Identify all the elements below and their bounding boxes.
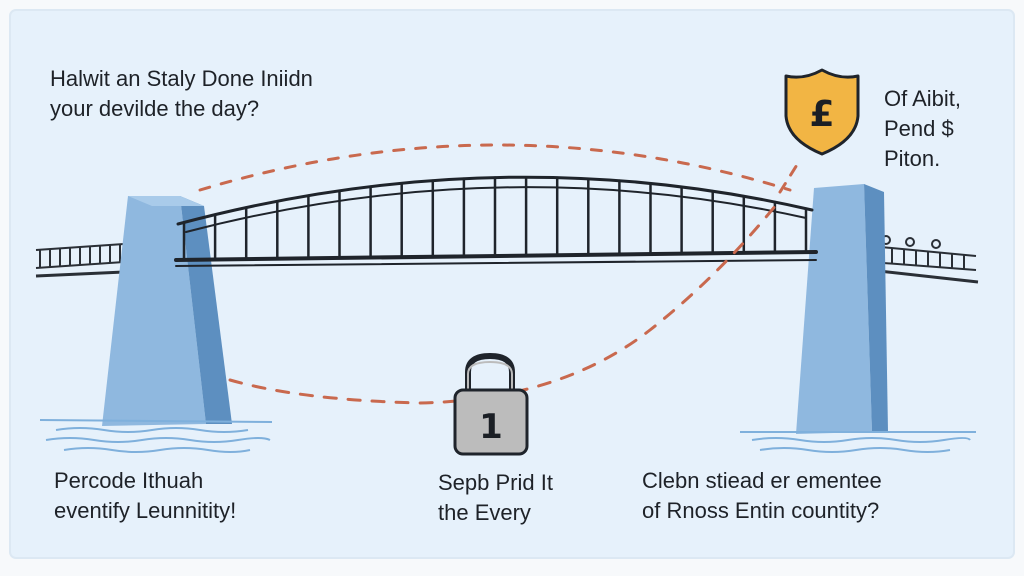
note-top-right-line-2: Pend $ (884, 116, 954, 141)
caption-bottom-middle-line-2: the Every (438, 500, 531, 525)
note-top-right: Of Aibit, Pend $ Piton. (884, 84, 961, 174)
pound-shield-icon: £ (784, 68, 860, 156)
caption-bottom-left-line-2: eventify Leunnitity! (54, 498, 237, 523)
bridge-truss (174, 175, 818, 267)
lock-number: 1 (479, 407, 503, 447)
upper-dashed-arc (198, 143, 792, 192)
note-top-right-line-1: Of Aibit, (884, 86, 962, 111)
note-top-right-line-3: Piton. (884, 146, 941, 171)
question-top-left-line-2: your devilde the day? (50, 96, 260, 121)
left-tower (102, 196, 232, 426)
water-left (39, 419, 273, 453)
caption-bottom-right-line-2: of Rnoss Entin countity? (642, 498, 880, 523)
question-top-left-line-1: Halwit an Staly Done Iniidn (50, 66, 313, 91)
caption-bottom-right: Clebn stiead er ementee of Rnoss Entin c… (642, 466, 882, 526)
water-right (740, 431, 976, 453)
right-tower (796, 184, 888, 434)
caption-bottom-right-line-1: Clebn stiead er ementee (642, 468, 882, 493)
caption-bottom-middle-line-1: Sepb Prid It (438, 470, 553, 495)
shield-connector-dash (778, 158, 802, 194)
padlock-icon: 1 (453, 352, 529, 456)
shield-symbol: £ (809, 94, 834, 135)
caption-bottom-left-line-1: Percode Ithuah (54, 468, 204, 493)
lower-dashed-arc (228, 198, 782, 405)
caption-bottom-left: Percode Ithuah eventify Leunnitity! (54, 466, 236, 526)
left-railing (35, 243, 125, 278)
caption-bottom-middle: Sepb Prid It the Every (438, 468, 553, 528)
question-top-left: Halwit an Staly Done Iniidn your devilde… (50, 64, 313, 124)
